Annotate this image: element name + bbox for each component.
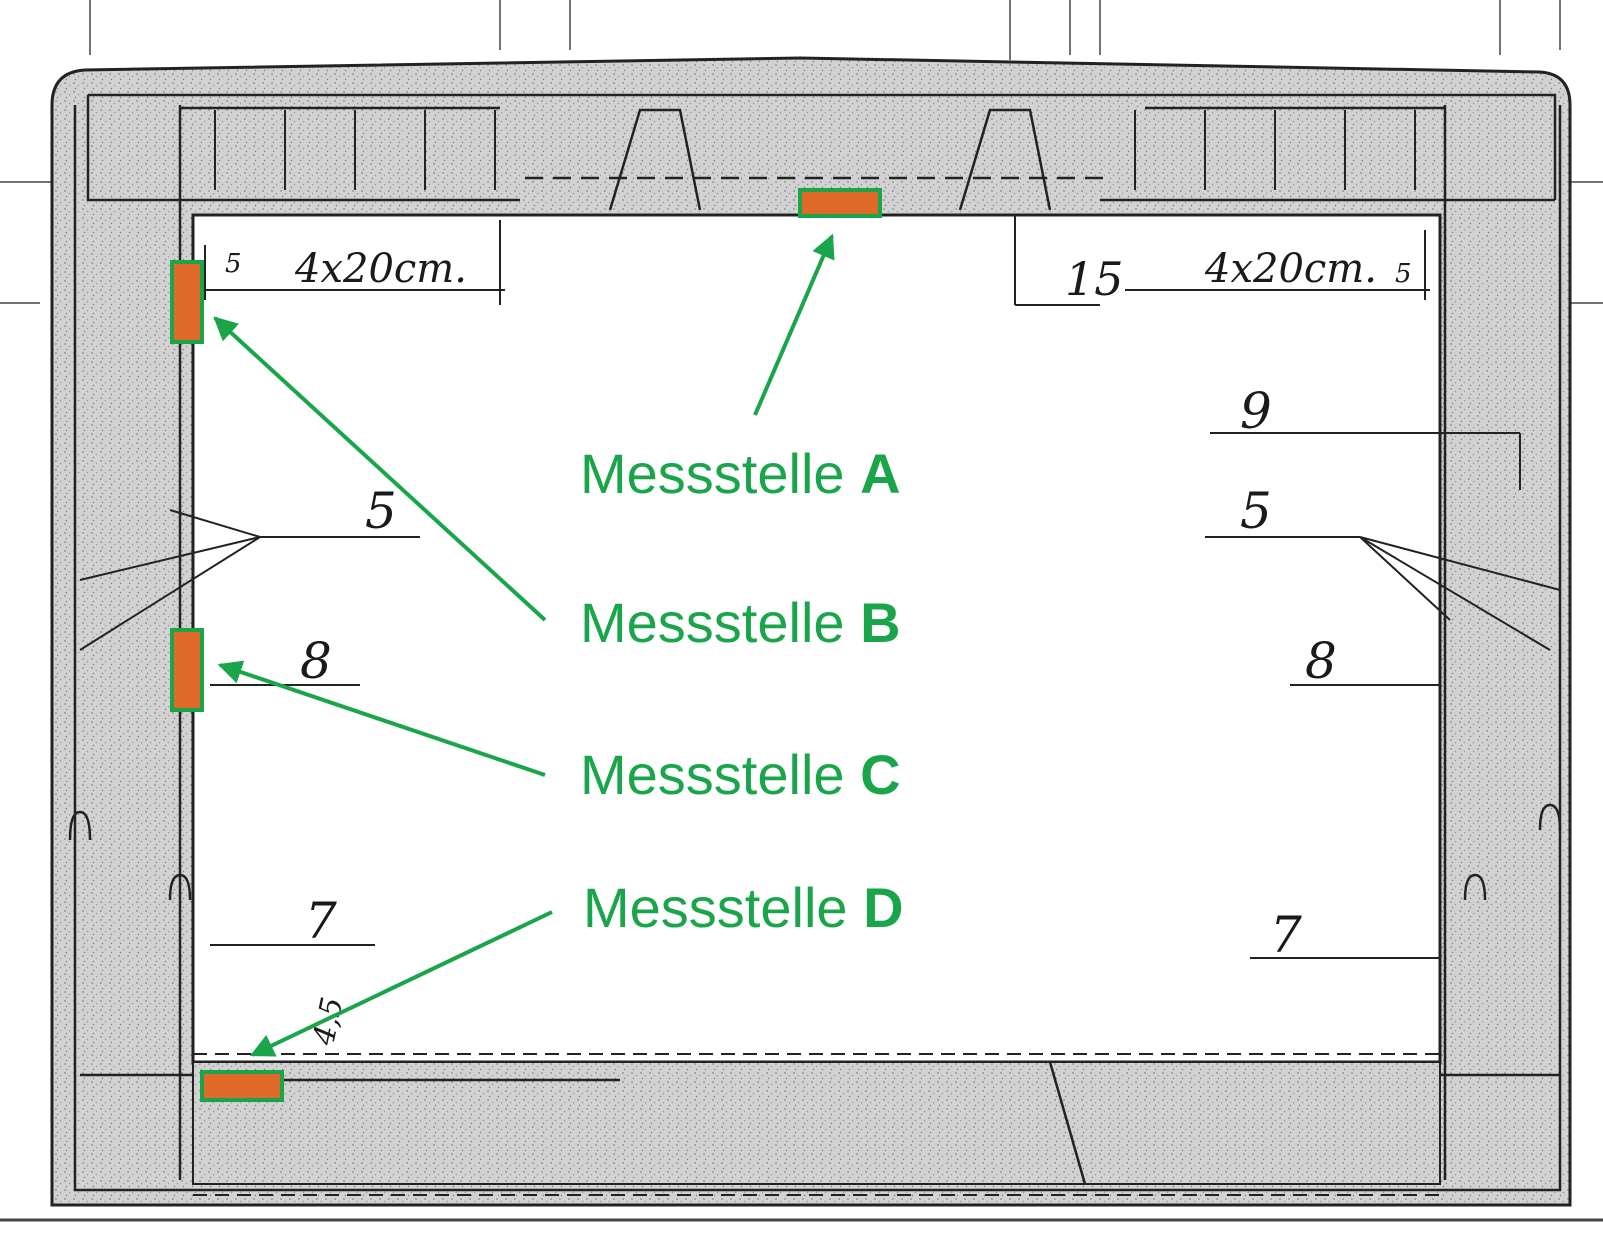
stirrup-ticks	[214, 110, 1416, 190]
arrow-a	[753, 233, 835, 416]
label-messstelle-c: Messstelle C	[580, 743, 901, 806]
slab-top-dimension: 15	[1065, 252, 1124, 306]
measurement-point-d	[200, 1070, 284, 1102]
spacing-right-dimension: 4x20cm.	[1204, 246, 1377, 292]
bottom-cover-dimension: 4,5	[306, 994, 350, 1049]
position-9: 9	[1240, 382, 1272, 440]
label-messstelle-a: Messstelle A	[580, 442, 901, 505]
bottom-slab	[192, 1061, 1441, 1185]
label-messstelle-b: Messstelle B	[580, 591, 901, 654]
spacing-left-dimension: 4x20cm.	[294, 246, 467, 292]
dimension-lines	[79, 215, 1561, 959]
label-arrows	[213, 233, 835, 1057]
arrow-b	[213, 316, 547, 622]
cover-right-dimension: 5	[1395, 259, 1412, 289]
position-5-right: 5	[1240, 482, 1272, 540]
cover-left-dimension: 5	[225, 249, 242, 279]
position-7-right: 7	[1270, 906, 1302, 964]
measurement-point-b	[170, 260, 204, 344]
arrow-c	[217, 660, 546, 777]
position-5-left: 5	[365, 482, 397, 540]
measurement-point-a	[798, 188, 882, 218]
position-8-right: 8	[1305, 632, 1337, 690]
arrow-d	[249, 910, 553, 1057]
position-8-left: 8	[300, 632, 332, 690]
measurement-point-c	[170, 628, 204, 712]
position-7-left: 7	[305, 892, 337, 950]
label-messstelle-d: Messstelle D	[583, 876, 904, 939]
